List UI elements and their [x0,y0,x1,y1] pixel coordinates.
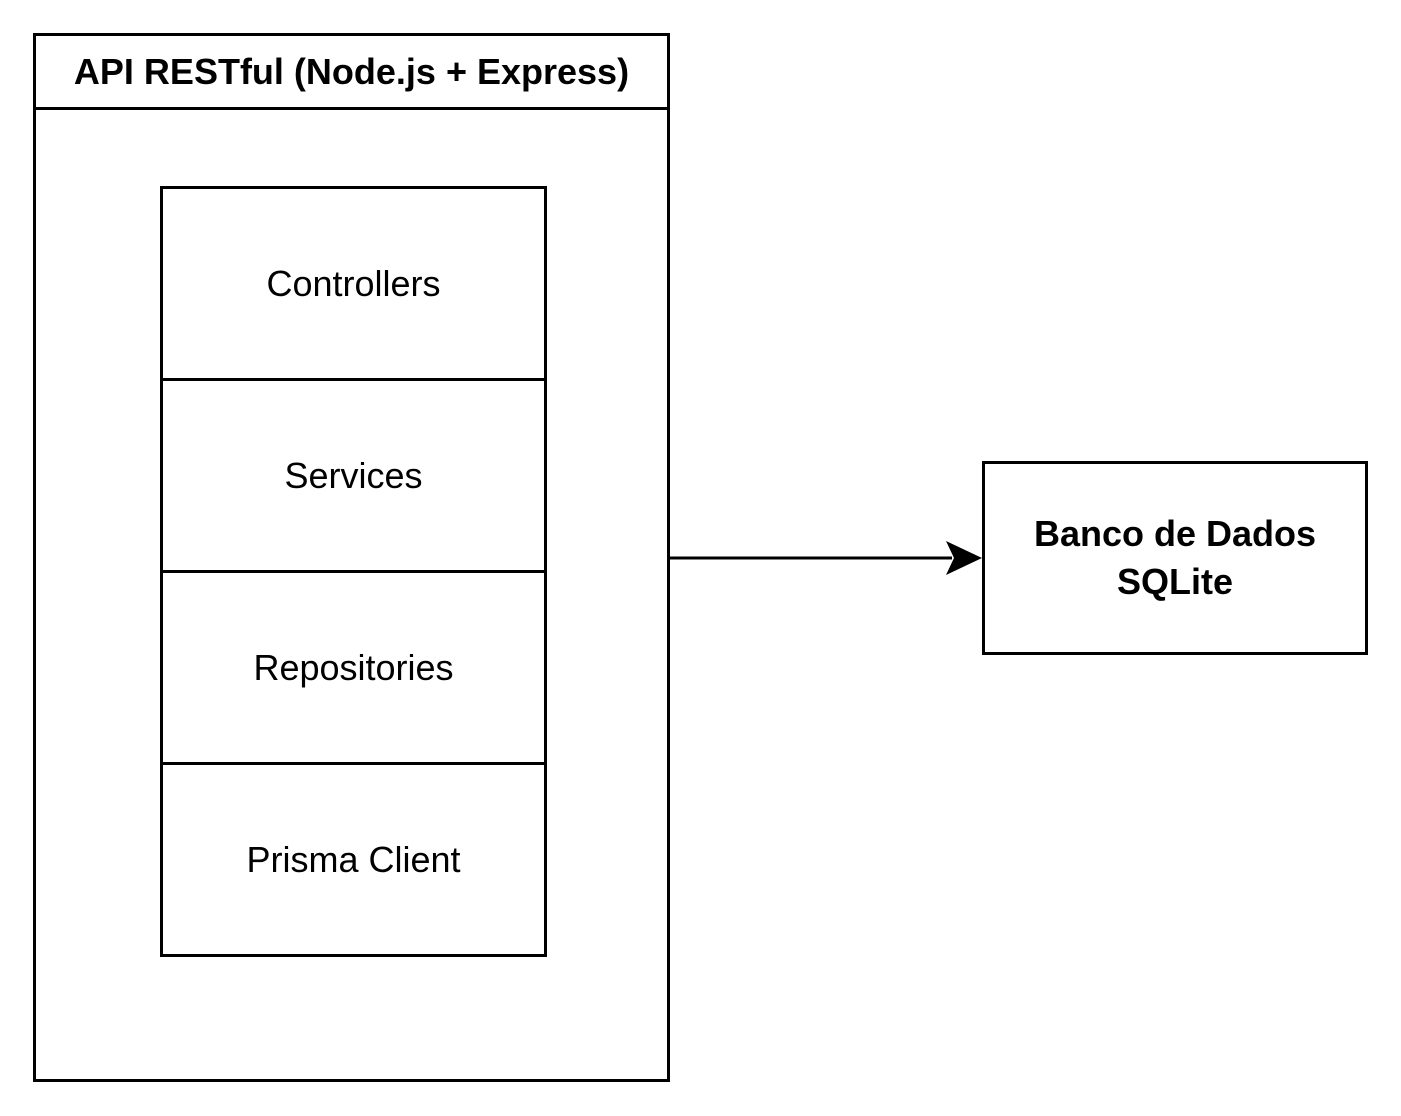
layer-label: Prisma Client [246,838,461,880]
api-title: API RESTful (Node.js + Express) [73,50,630,92]
layer-prisma-client: Prisma Client [163,765,544,954]
database-box: Banco de Dados SQLite [982,461,1368,655]
layer-label: Services [284,454,423,496]
api-container: API RESTful (Node.js + Express) Controll… [33,33,670,1082]
database-name: Banco de Dados [1033,513,1317,554]
layer-controllers: Controllers [163,189,544,381]
database-engine: SQLite [1116,561,1233,602]
arrowhead-icon [946,541,982,575]
layer-label: Controllers [266,262,441,304]
layer-label: Repositories [253,646,454,688]
layer-repositories: Repositories [163,573,544,765]
layers-stack: Controllers Services Repositories Prisma… [160,186,547,957]
api-header: API RESTful (Node.js + Express) [36,36,667,110]
layer-services: Services [163,381,544,573]
